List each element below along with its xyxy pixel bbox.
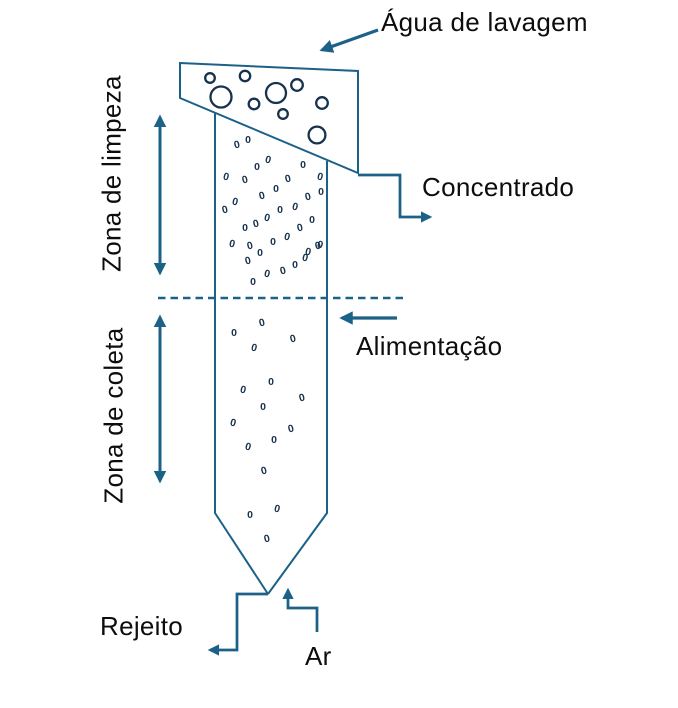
column-bubble: 0 — [246, 239, 255, 252]
column-bubble: 0 — [271, 434, 277, 446]
column-bubble: 0 — [264, 153, 273, 166]
column-bubble: 0 — [309, 214, 315, 226]
froth-bubble — [307, 125, 327, 145]
column-outline — [214, 113, 328, 595]
froth-bubbles-layer — [204, 69, 329, 145]
column-bubble: 0 — [231, 195, 240, 208]
column-bubble: 0 — [284, 172, 293, 185]
column-bubble: 0 — [222, 170, 231, 183]
column-bubble: 0 — [316, 170, 325, 183]
column-bubble: 0 — [263, 532, 272, 545]
column-bubble: 0 — [242, 222, 248, 234]
feed-label: Alimentação — [356, 331, 503, 361]
column-bubble: 0 — [279, 264, 288, 277]
column-bubble: 0 — [304, 245, 313, 258]
column-bubble: 0 — [245, 134, 251, 146]
column-bubble: 0 — [273, 183, 279, 195]
column-bubble: 0 — [221, 203, 230, 216]
column-bubble: 0 — [244, 254, 253, 267]
column-bubble: 0 — [314, 239, 323, 252]
concentrate-outlet-arrow — [358, 173, 433, 223]
column-bubble: 0 — [301, 251, 310, 264]
column-bubble: 0 — [250, 276, 256, 288]
column-bubble: 0 — [257, 247, 263, 259]
column-bubble: 0 — [270, 236, 276, 248]
tailings-outlet-arrow — [207, 592, 268, 656]
column-bubble: 0 — [316, 238, 325, 251]
column-bubble: 0 — [260, 464, 269, 477]
column-bubble: 0 — [292, 259, 298, 271]
froth-bubble — [277, 108, 289, 120]
concentrate-label: Concentrado — [422, 172, 575, 202]
air-label: Ar — [305, 641, 332, 671]
froth-bubble — [209, 85, 233, 109]
column-bubble: 0 — [277, 204, 283, 216]
froth-bubble — [238, 69, 252, 83]
column-bubble: 0 — [289, 332, 298, 345]
cleaning-zone-label: Zona de limpeza — [96, 75, 127, 272]
collection-zone-label: Zona de coleta — [98, 327, 129, 504]
column-bubble: 0 — [250, 341, 259, 354]
froth-bubble — [247, 97, 261, 111]
column-bubble: 0 — [247, 509, 253, 521]
froth-bubble — [290, 78, 304, 92]
column-bubble: 0 — [260, 401, 266, 413]
column-bubble: 0 — [304, 190, 313, 203]
column-bubble: 0 — [300, 159, 306, 171]
column-bubble: 0 — [258, 189, 267, 202]
wash-water-label: Água de lavagem — [381, 7, 588, 37]
column-bubble: 0 — [241, 173, 250, 186]
column-bubble: 0 — [283, 230, 292, 243]
column-bubble: 0 — [239, 383, 248, 396]
column-bubble: 0 — [252, 217, 261, 230]
column-bubble: 0 — [229, 416, 238, 429]
column-bubble: 0 — [258, 316, 267, 329]
column-bubble: 0 — [298, 391, 307, 404]
froth-bubble — [204, 72, 216, 84]
column-bubble: 0 — [263, 267, 272, 280]
column-bubble: 0 — [263, 211, 272, 224]
froth-bubble — [315, 96, 329, 110]
column-bubble: 0 — [268, 376, 274, 388]
froth-bubble — [264, 81, 288, 105]
wash-water-arrow — [319, 28, 379, 53]
column-bubble: 0 — [244, 440, 253, 453]
column-bubble: 0 — [287, 422, 296, 435]
column-bubble: 0 — [231, 327, 237, 339]
column-bubble: 0 — [318, 186, 324, 198]
column-bubble: 0 — [228, 237, 237, 250]
column-bubble: 0 — [273, 502, 282, 515]
column-bubble: 0 — [296, 221, 305, 234]
column-bubble: 0 — [233, 138, 242, 151]
column-bubble: 0 — [254, 161, 260, 173]
froth-tank-outline — [179, 61, 359, 175]
air-inlet-arrow — [282, 587, 319, 632]
tailings-label: Rejeito — [100, 611, 184, 641]
column-bubble: 0 — [291, 200, 300, 213]
